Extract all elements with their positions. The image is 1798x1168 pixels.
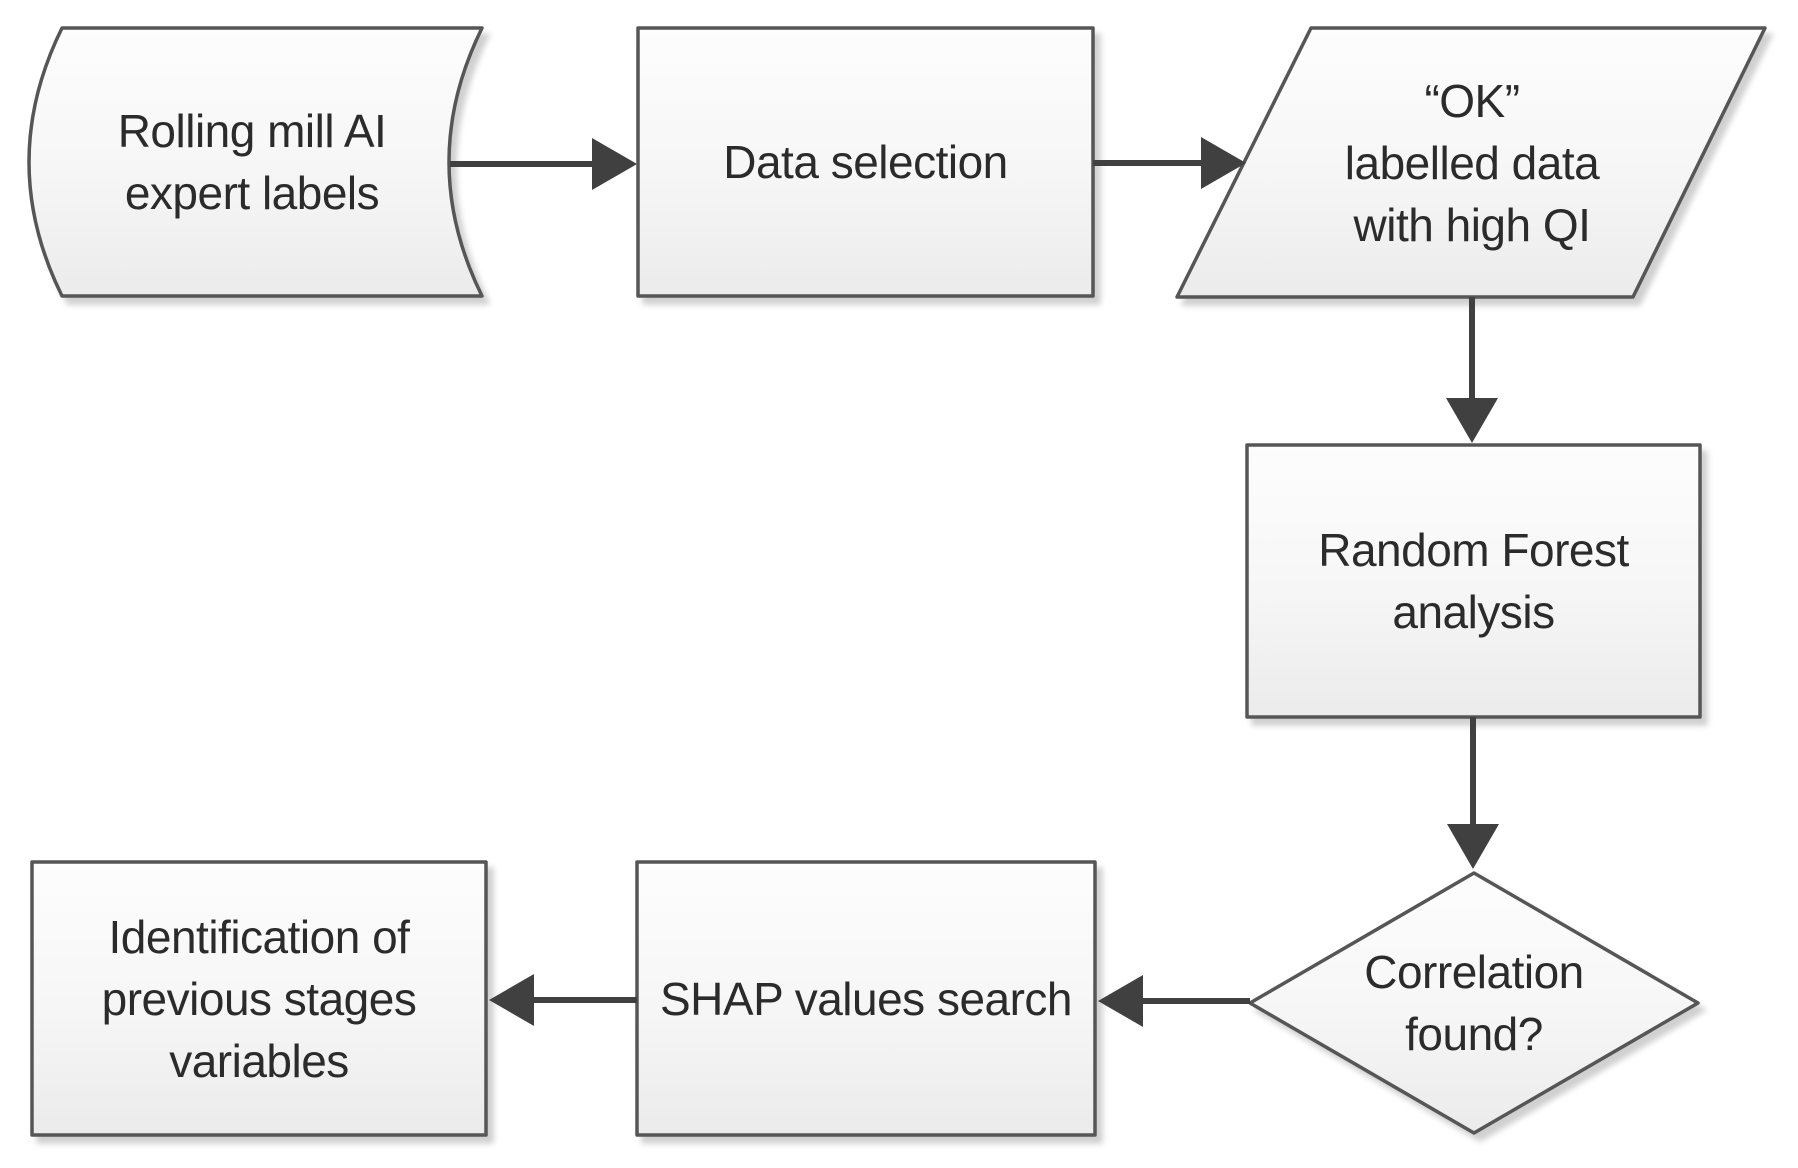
arrow-random-forest-to-correlation-found [1447,717,1499,869]
arrow-data-selection-to-ok-labelled-data [1093,137,1246,189]
arrow-shap-values-to-identification [489,974,637,1026]
node-data-selection-process-shape [636,26,1095,298]
node-shap-values-search-process-shape [635,860,1097,1137]
node-random-forest-analysis-process-shape [1245,443,1702,719]
arrow-ok-labelled-data-to-random-forest [1446,297,1498,443]
node-rolling-mill-expert-labels-stored-data-shape [27,26,484,298]
node-correlation-found-decision-shape [1248,871,1700,1135]
arrow-correlation-found-to-shap-values [1098,975,1250,1027]
node-ok-labelled-data-parallelogram-shape [1175,26,1767,299]
node-identification-variables-process-shape [30,860,488,1137]
arrow-rolling-mill-to-data-selection [450,138,637,190]
